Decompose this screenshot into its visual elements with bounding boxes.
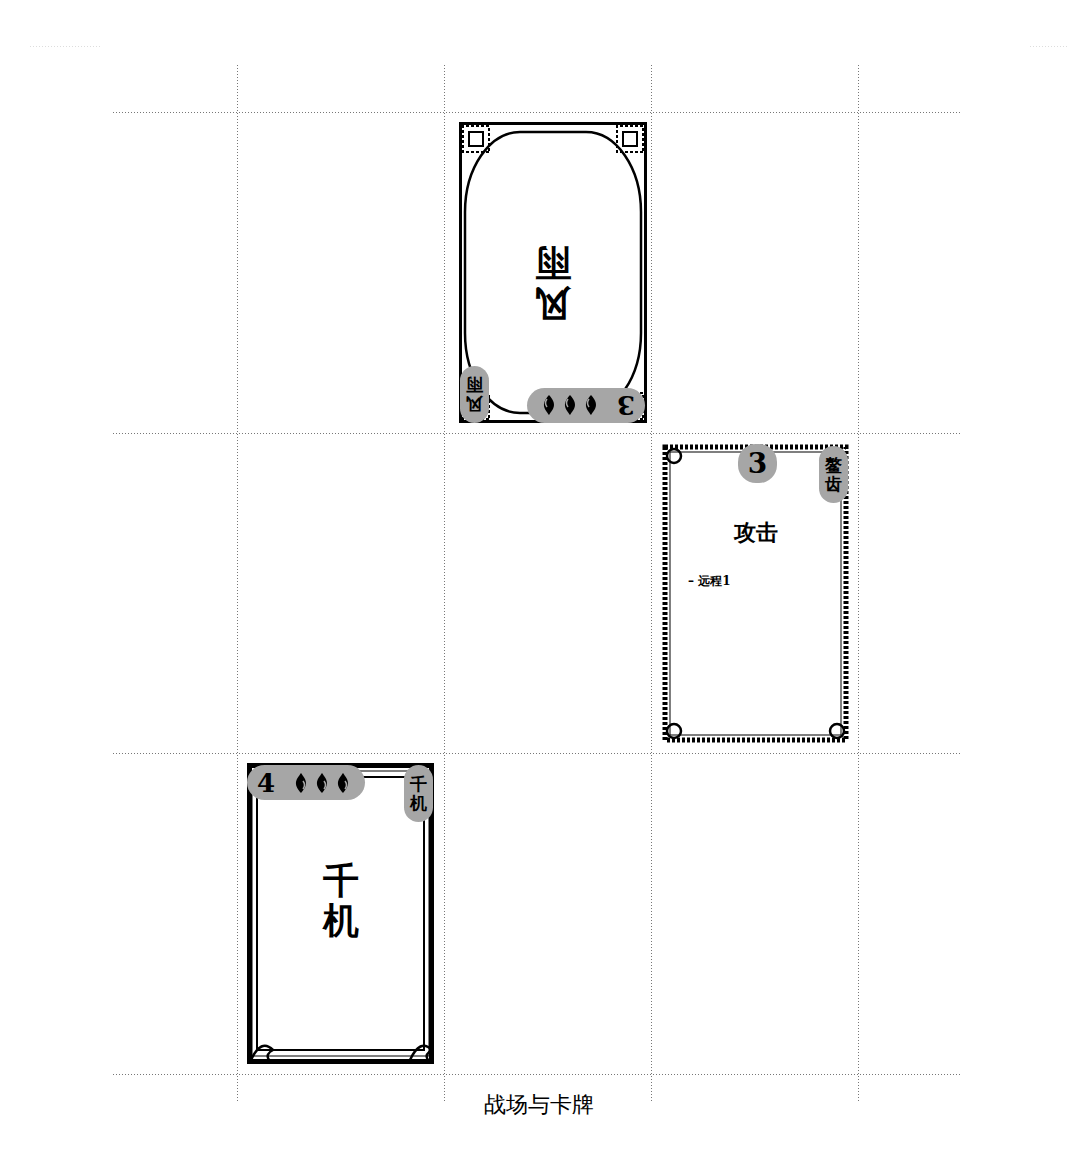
game-card: 千机 4 千机 [247,763,434,1064]
card-name: 千机 [323,861,359,940]
pill-name: 鳌齿 [825,456,842,493]
game-card: 风雨风雨3 [459,122,647,423]
name-pill: 风雨 [460,366,489,423]
mana-drops [291,771,353,795]
caption: 战场与卡牌 [0,1090,1077,1120]
power-circle: 3 [738,444,777,483]
card-name-wrap: 千机 [247,861,434,940]
card-title-text: 攻击 [734,518,778,548]
name-pill: 千机 [404,765,433,822]
power-number: 3 [748,447,767,480]
card-title: 攻击 [662,518,849,548]
mana-drops [539,394,601,418]
card-ability: – 远程1 [688,573,731,590]
cost-number: 4 [257,768,275,798]
pill-name: 千机 [410,775,427,812]
pill-name: 风雨 [466,376,483,413]
cost-number: 3 [617,391,635,421]
card-name: 风雨 [535,244,571,323]
name-pill: 鳌齿 [819,446,848,503]
cost-pill: 4 [247,765,365,800]
card-name-wrap: 风雨 [459,244,647,323]
cost-pill: 3 [527,388,645,423]
game-card: 攻击 – 远程1 3 鳌齿 [662,444,849,743]
